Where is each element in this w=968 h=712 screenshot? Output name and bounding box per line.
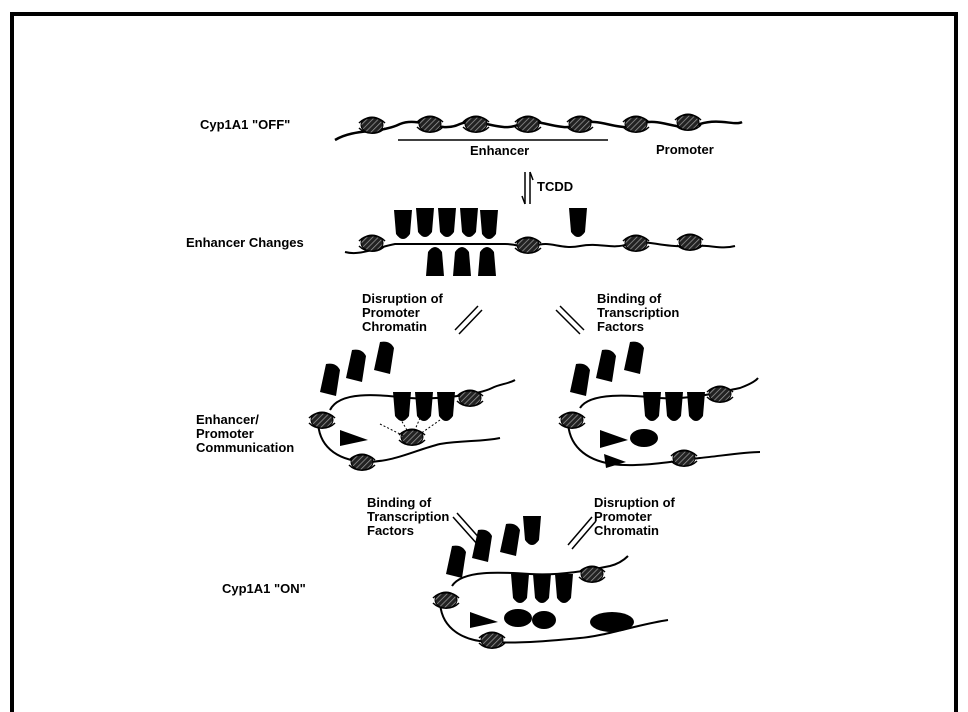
promoter-label: Promoter — [656, 143, 714, 157]
nucleosome-icon — [463, 116, 489, 132]
enhancer-label: Enhancer — [470, 144, 529, 158]
nucleosome-icon — [675, 114, 701, 130]
on-label: Cyp1A1 "ON" — [222, 582, 306, 596]
right-branch-label: Binding of Transcription Factors — [597, 292, 679, 334]
nucleosome-icon — [623, 116, 649, 132]
off-label: Cyp1A1 "OFF" — [200, 118, 290, 132]
off-chromatin — [335, 114, 742, 140]
right-converge-label: Disruption of Promoter Chromatin — [594, 496, 675, 538]
nucleosome-icon — [567, 116, 593, 132]
enhancer-changes-chromatin — [345, 208, 735, 276]
nucleosome-icon — [359, 117, 385, 133]
enhancer-changes-label: Enhancer Changes — [186, 236, 304, 250]
left-branch-label: Disruption of Promoter Chromatin — [362, 292, 443, 334]
tcdd-arrows — [522, 172, 533, 204]
communication-label: Enhancer/ Promoter Communication — [196, 413, 294, 455]
nucleosome-icon — [515, 116, 541, 132]
left-loop-complex — [309, 342, 515, 471]
tcdd-label: TCDD — [537, 180, 573, 194]
left-converge-label: Binding of Transcription Factors — [367, 496, 449, 538]
nucleosome-icon — [417, 116, 443, 132]
right-loop-complex — [559, 342, 760, 468]
